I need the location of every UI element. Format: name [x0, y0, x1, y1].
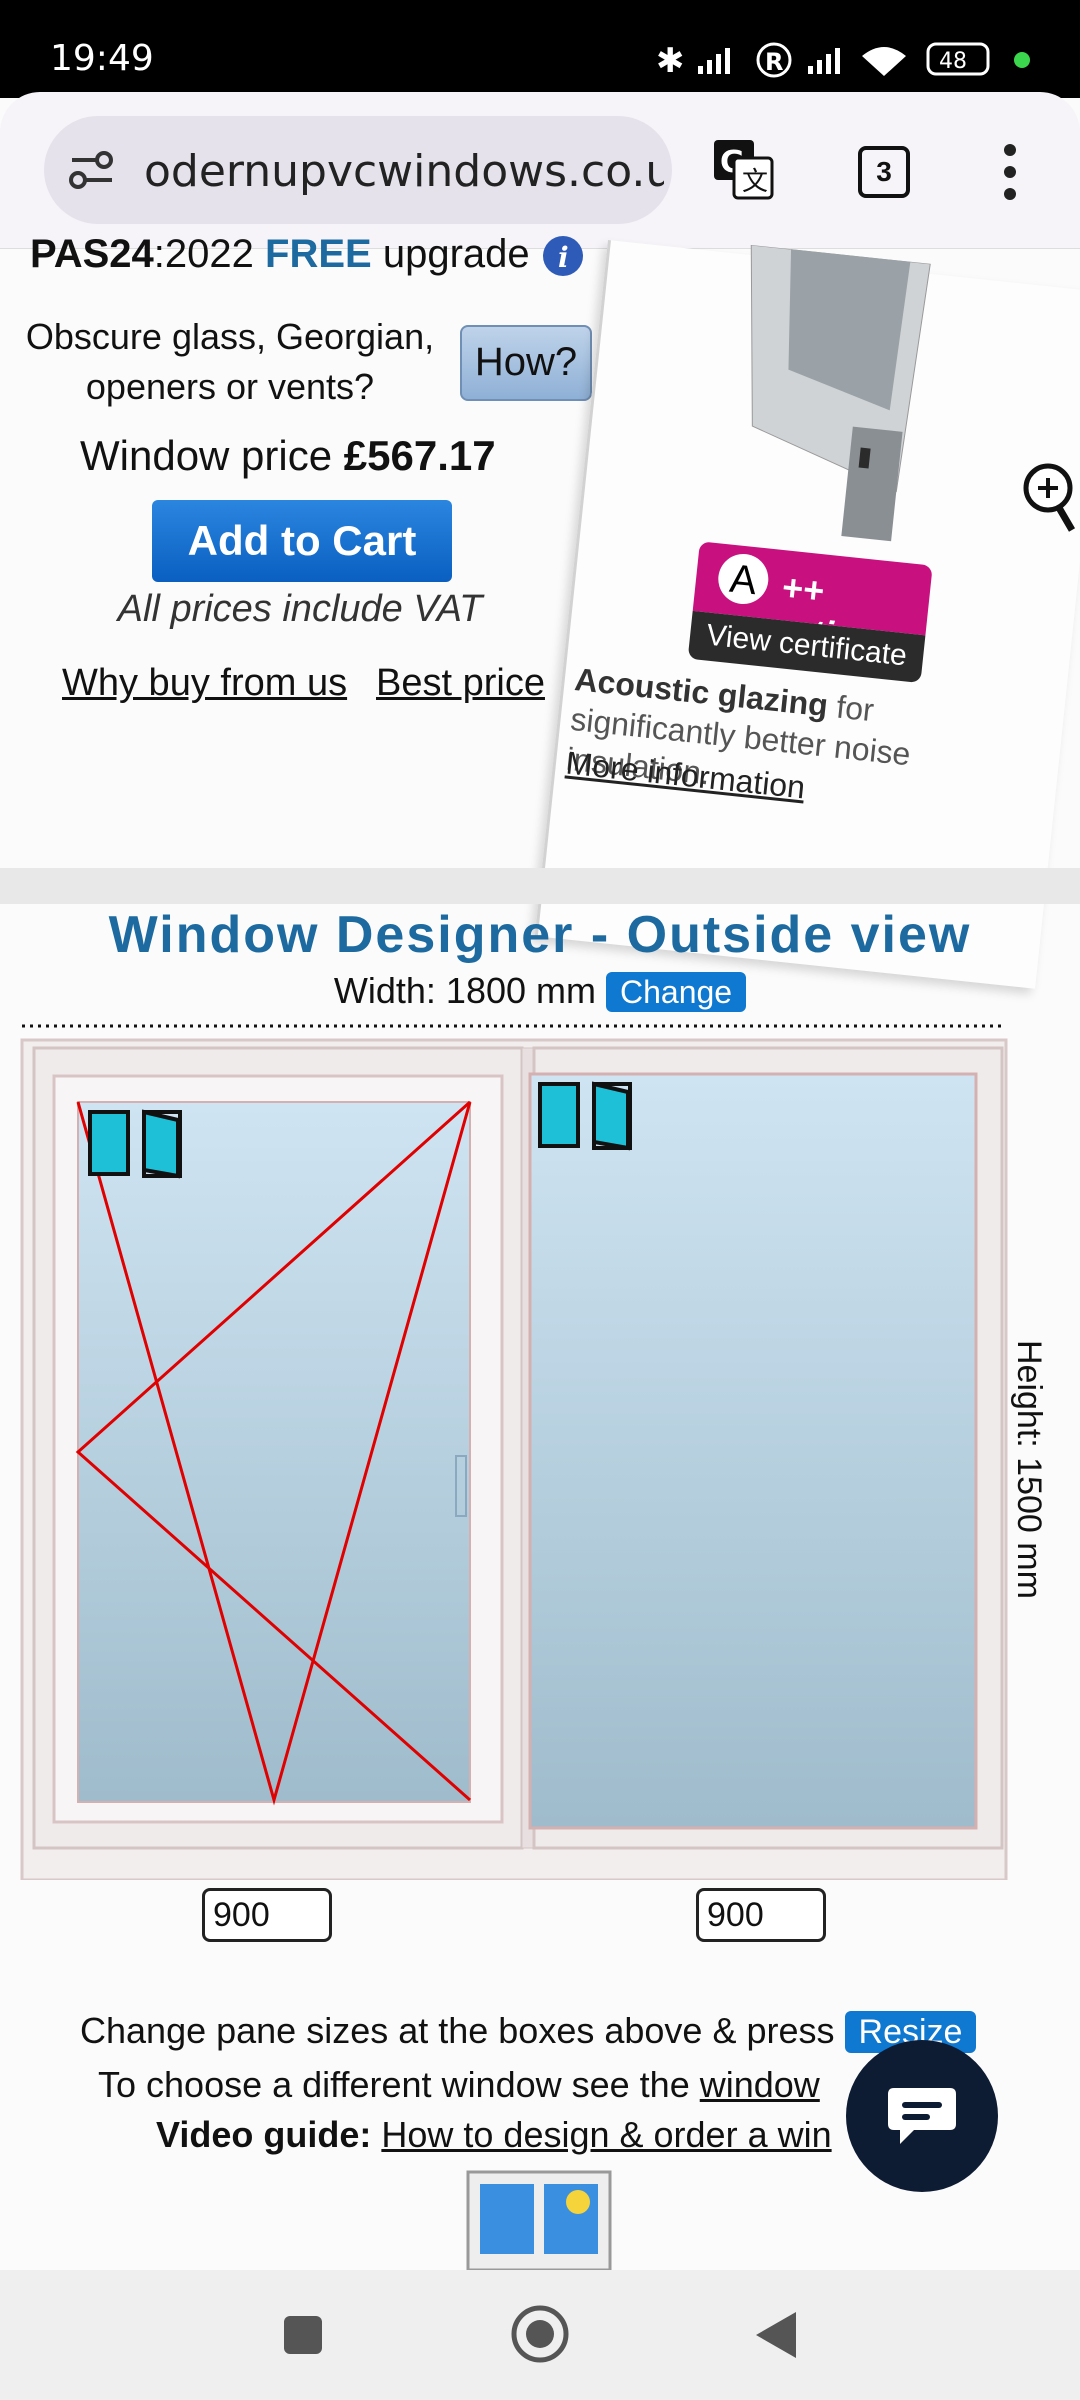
roaming-icon — [756, 42, 792, 78]
signal-icon-2 — [808, 48, 840, 74]
pane-type-icon-right — [538, 1081, 632, 1151]
site-settings-icon[interactable] — [68, 146, 118, 194]
upgrade-prefix: PAS24 — [30, 232, 154, 276]
signal-icon — [698, 48, 730, 74]
address-bar[interactable]: odernupvcwindows.co.uk — [44, 116, 672, 224]
wifi-icon — [862, 47, 906, 76]
tab-switcher-button[interactable]: 3 — [858, 146, 910, 198]
battery-icon — [926, 42, 990, 76]
handle-icon — [455, 1455, 467, 1517]
svg-text:文: 文 — [742, 167, 768, 197]
instruction-text-2: To choose a different window see the — [98, 2064, 690, 2105]
pane-type-icon-left — [88, 1109, 182, 1179]
info-icon[interactable]: i — [541, 234, 585, 278]
status-time: 19:49 — [50, 38, 154, 79]
rating-letter: A — [715, 551, 771, 607]
home-button[interactable] — [510, 2304, 570, 2364]
height-label-wrap: Height: 1500 mm — [1004, 1340, 1054, 1620]
options-question: Obscure glass, Georgian, openers or vent… — [25, 316, 435, 407]
instruction-line-1: Change pane sizes at the boxes above & p… — [80, 2010, 977, 2053]
change-width-button[interactable]: Change — [606, 972, 747, 1012]
glazing-info-panel: A ++ rating View certificate Acoustic gl… — [534, 240, 1080, 989]
height-label: Height: 1500 mm — [1010, 1340, 1048, 1599]
upgrade-free: FREE — [265, 232, 372, 276]
translate-icon[interactable]: G 文 — [712, 138, 776, 202]
status-icons: ✱ R 48 — [656, 41, 1030, 81]
status-bar: 19:49 ✱ R 48 — [0, 0, 1080, 98]
chat-button[interactable] — [846, 2040, 998, 2192]
frame-profile-image — [750, 244, 931, 542]
window-style-thumbnail[interactable] — [466, 2170, 612, 2270]
video-guide-link[interactable]: How to design & order a win — [381, 2114, 832, 2155]
price-label: Window price — [80, 432, 333, 479]
instruction-line-2: To choose a different window see the win… — [98, 2064, 820, 2106]
right-pane-width-input[interactable]: 900 — [696, 1888, 826, 1942]
section-divider — [0, 868, 1080, 904]
why-buy-link[interactable]: Why buy from us — [62, 662, 348, 704]
right-glass — [528, 1072, 978, 1830]
vat-note: All prices include VAT — [117, 588, 483, 630]
upgrade-word: upgrade — [382, 232, 530, 276]
more-options-icon[interactable] — [1000, 142, 1020, 202]
back-button[interactable] — [752, 2310, 798, 2360]
price-value: £567.17 — [343, 432, 496, 479]
best-price-link[interactable]: Best price — [376, 662, 545, 704]
opener-indicator-top — [76, 1101, 472, 1806]
video-guide-label: Video guide: — [156, 2114, 372, 2155]
instruction-text-1: Change pane sizes at the boxes above & p… — [80, 2010, 835, 2051]
price-line: Window price £567.17 — [80, 432, 496, 480]
zoom-icon[interactable] — [1020, 460, 1080, 540]
recents-button[interactable] — [284, 2316, 322, 2354]
add-to-cart-button[interactable]: Add to Cart — [152, 500, 452, 582]
opener-indicator-side — [75, 1100, 471, 1802]
how-button[interactable]: How? — [460, 325, 592, 401]
url-text[interactable]: odernupvcwindows.co.uk — [144, 146, 664, 197]
system-nav-bar — [0, 2270, 1080, 2400]
svg-text:i: i — [558, 241, 569, 274]
width-label: Width: 1800 mm — [333, 970, 596, 1011]
window-list-link[interactable]: window — [699, 2064, 820, 2105]
width-line: Width: 1800 mm Change — [0, 970, 1080, 1012]
chat-icon — [888, 2088, 956, 2144]
designer-title: Window Designer - Outside view — [108, 906, 972, 964]
left-glass — [77, 1101, 471, 1803]
browser-toolbar: odernupvcwindows.co.uk G 文 3 — [0, 92, 1080, 249]
svg-text:48: 48 — [939, 49, 967, 74]
dot-indicator — [1014, 52, 1030, 68]
instruction-line-3: Video guide: How to design & order a win — [156, 2114, 832, 2156]
left-pane-width-input[interactable]: 900 — [202, 1888, 332, 1942]
acoustic-text: Acoustic glazing for significantly bette… — [564, 659, 1044, 827]
bluetooth-icon: ✱ — [656, 41, 685, 81]
svg-text:R: R — [765, 48, 783, 76]
upgrade-line: PAS24:2022 FREE upgrade i — [30, 232, 585, 278]
window-designer-canvas[interactable] — [20, 1020, 1020, 1880]
upgrade-year: :2022 — [153, 232, 254, 276]
